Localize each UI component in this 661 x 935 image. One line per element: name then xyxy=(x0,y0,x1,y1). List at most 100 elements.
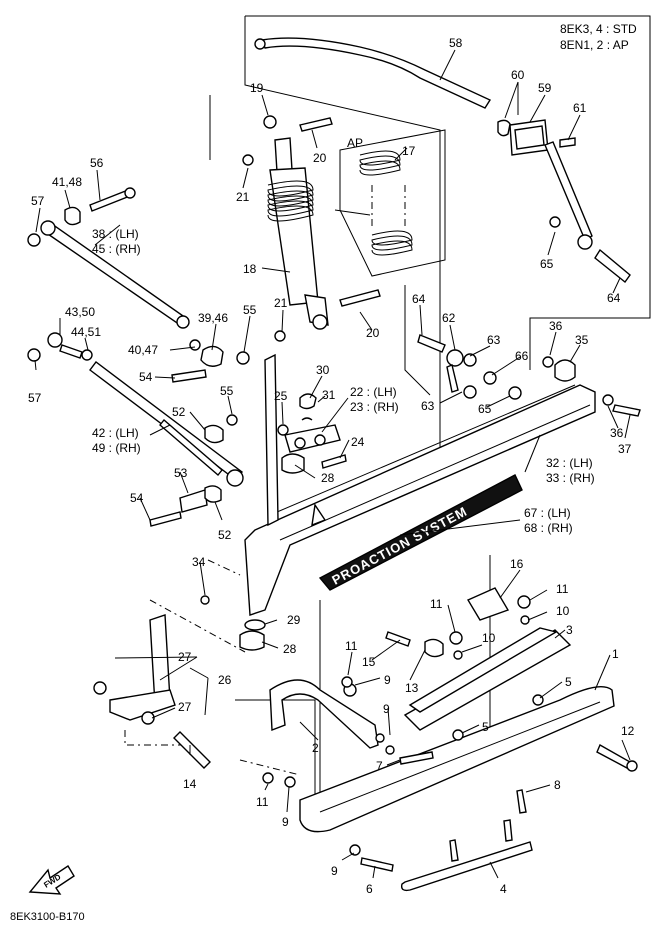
callout-43-50: 43,50 xyxy=(65,305,95,319)
stabilizer-bar xyxy=(254,37,492,109)
ski-handle xyxy=(269,679,395,755)
callout-49-rh: 49 : (RH) xyxy=(92,441,141,455)
callout-5a: 5 xyxy=(565,675,572,689)
shock-absorber xyxy=(242,115,381,342)
callout-61: 61 xyxy=(573,101,587,115)
callout-28a: 28 xyxy=(321,471,335,485)
callout-63b: 63 xyxy=(421,399,435,413)
callout-42-lh: 42 : (LH) xyxy=(92,426,139,440)
callout-14: 14 xyxy=(183,777,197,791)
callout-19: 19 xyxy=(250,81,264,95)
callout-30: 30 xyxy=(316,363,330,377)
lower-arm xyxy=(27,332,250,527)
callout-41-48: 41,48 xyxy=(52,175,82,189)
callout-labels: 8EK3, 4 : STD 8EN1, 2 : AP AP 58 60 59 6… xyxy=(10,22,637,923)
callout-62: 62 xyxy=(442,311,456,325)
ski xyxy=(262,686,638,872)
callout-10a: 10 xyxy=(556,604,570,618)
callout-11d: 11 xyxy=(256,795,269,809)
callout-58: 58 xyxy=(449,36,463,50)
callout-54a: 54 xyxy=(139,370,153,384)
callout-37: 37 xyxy=(618,442,632,456)
callout-1: 1 xyxy=(612,647,619,661)
callout-9d: 9 xyxy=(331,864,338,878)
callout-39-46: 39,46 xyxy=(198,311,228,325)
diagram-code: 8EK3100-B170 xyxy=(10,911,85,923)
ski-runner xyxy=(400,841,533,892)
callout-17: 17 xyxy=(402,144,416,158)
variant-note-line1: 8EK3, 4 : STD xyxy=(560,22,637,36)
callout-9b: 9 xyxy=(383,702,390,716)
callout-20a: 20 xyxy=(313,151,327,165)
callout-2: 2 xyxy=(312,741,319,755)
callout-55a: 55 xyxy=(243,303,257,317)
callout-66: 66 xyxy=(515,349,529,363)
callout-40-47: 40,47 xyxy=(128,343,158,357)
callout-27a: 27 xyxy=(178,650,192,664)
callout-64b: 64 xyxy=(607,291,621,305)
callout-32-lh: 32 : (LH) xyxy=(546,456,593,470)
callout-36b: 36 xyxy=(610,426,624,440)
callout-3: 3 xyxy=(566,623,573,637)
callout-60: 60 xyxy=(511,68,525,82)
callout-25: 25 xyxy=(274,389,288,403)
callout-63a: 63 xyxy=(487,333,501,347)
callout-11b: 11 xyxy=(556,582,569,596)
callout-31: 31 xyxy=(322,388,336,402)
callout-44-51: 44,51 xyxy=(71,325,101,339)
callout-4: 4 xyxy=(500,882,507,896)
callout-56: 56 xyxy=(90,156,104,170)
callout-52a: 52 xyxy=(172,405,186,419)
callout-34: 34 xyxy=(192,555,206,569)
callout-21b: 21 xyxy=(274,296,288,310)
callout-26: 26 xyxy=(218,673,232,687)
callout-10b: 10 xyxy=(482,631,496,645)
ap-inset xyxy=(334,129,446,277)
ski-spindle xyxy=(93,614,211,769)
callout-68-rh: 68 : (RH) xyxy=(524,521,573,535)
callout-57a: 57 xyxy=(31,194,45,208)
callout-21a: 21 xyxy=(236,190,250,204)
callout-16: 16 xyxy=(510,557,524,571)
callout-11c: 11 xyxy=(345,639,358,653)
callout-45-rh: 45 : (RH) xyxy=(92,242,141,256)
callout-52b: 52 xyxy=(218,528,232,542)
callout-59: 59 xyxy=(538,81,552,95)
callout-35: 35 xyxy=(575,333,589,347)
callout-65b: 65 xyxy=(478,402,492,416)
callout-20b: 20 xyxy=(366,326,380,340)
callout-28b: 28 xyxy=(283,642,297,656)
callout-55b: 55 xyxy=(220,384,234,398)
upper-arm xyxy=(27,187,190,329)
callout-9c: 9 xyxy=(282,815,289,829)
callout-22-lh: 22 : (LH) xyxy=(350,385,397,399)
stabilizer-link-group xyxy=(417,119,631,400)
callout-36a: 36 xyxy=(549,319,563,333)
callout-18: 18 xyxy=(243,262,257,276)
callout-24: 24 xyxy=(351,435,365,449)
callout-54b: 54 xyxy=(130,491,144,505)
inset-ap-label: AP xyxy=(347,136,363,150)
callout-65a: 65 xyxy=(540,257,554,271)
callout-6: 6 xyxy=(366,882,373,896)
callout-53: 53 xyxy=(174,466,188,480)
callout-15: 15 xyxy=(362,655,376,669)
center-bracket-parts xyxy=(200,393,347,651)
callout-12: 12 xyxy=(621,724,635,738)
slide-rail-frame xyxy=(244,353,641,616)
callout-23-rh: 23 : (RH) xyxy=(350,400,399,414)
forward-arrow-icon: FWD xyxy=(28,865,75,895)
callout-11a: 11 xyxy=(430,597,443,611)
callout-57b: 57 xyxy=(28,391,42,405)
leader-lines xyxy=(34,49,631,879)
inset-spring xyxy=(359,150,413,256)
callout-38-lh: 38 : (LH) xyxy=(92,227,139,241)
callout-5b: 5 xyxy=(482,720,489,734)
callout-8: 8 xyxy=(554,778,561,792)
variant-note-line2: 8EN1, 2 : AP xyxy=(560,38,629,52)
callout-29: 29 xyxy=(287,613,301,627)
callout-64a: 64 xyxy=(412,292,426,306)
callout-9a: 9 xyxy=(384,673,391,687)
ski-base-bracket xyxy=(341,587,572,731)
